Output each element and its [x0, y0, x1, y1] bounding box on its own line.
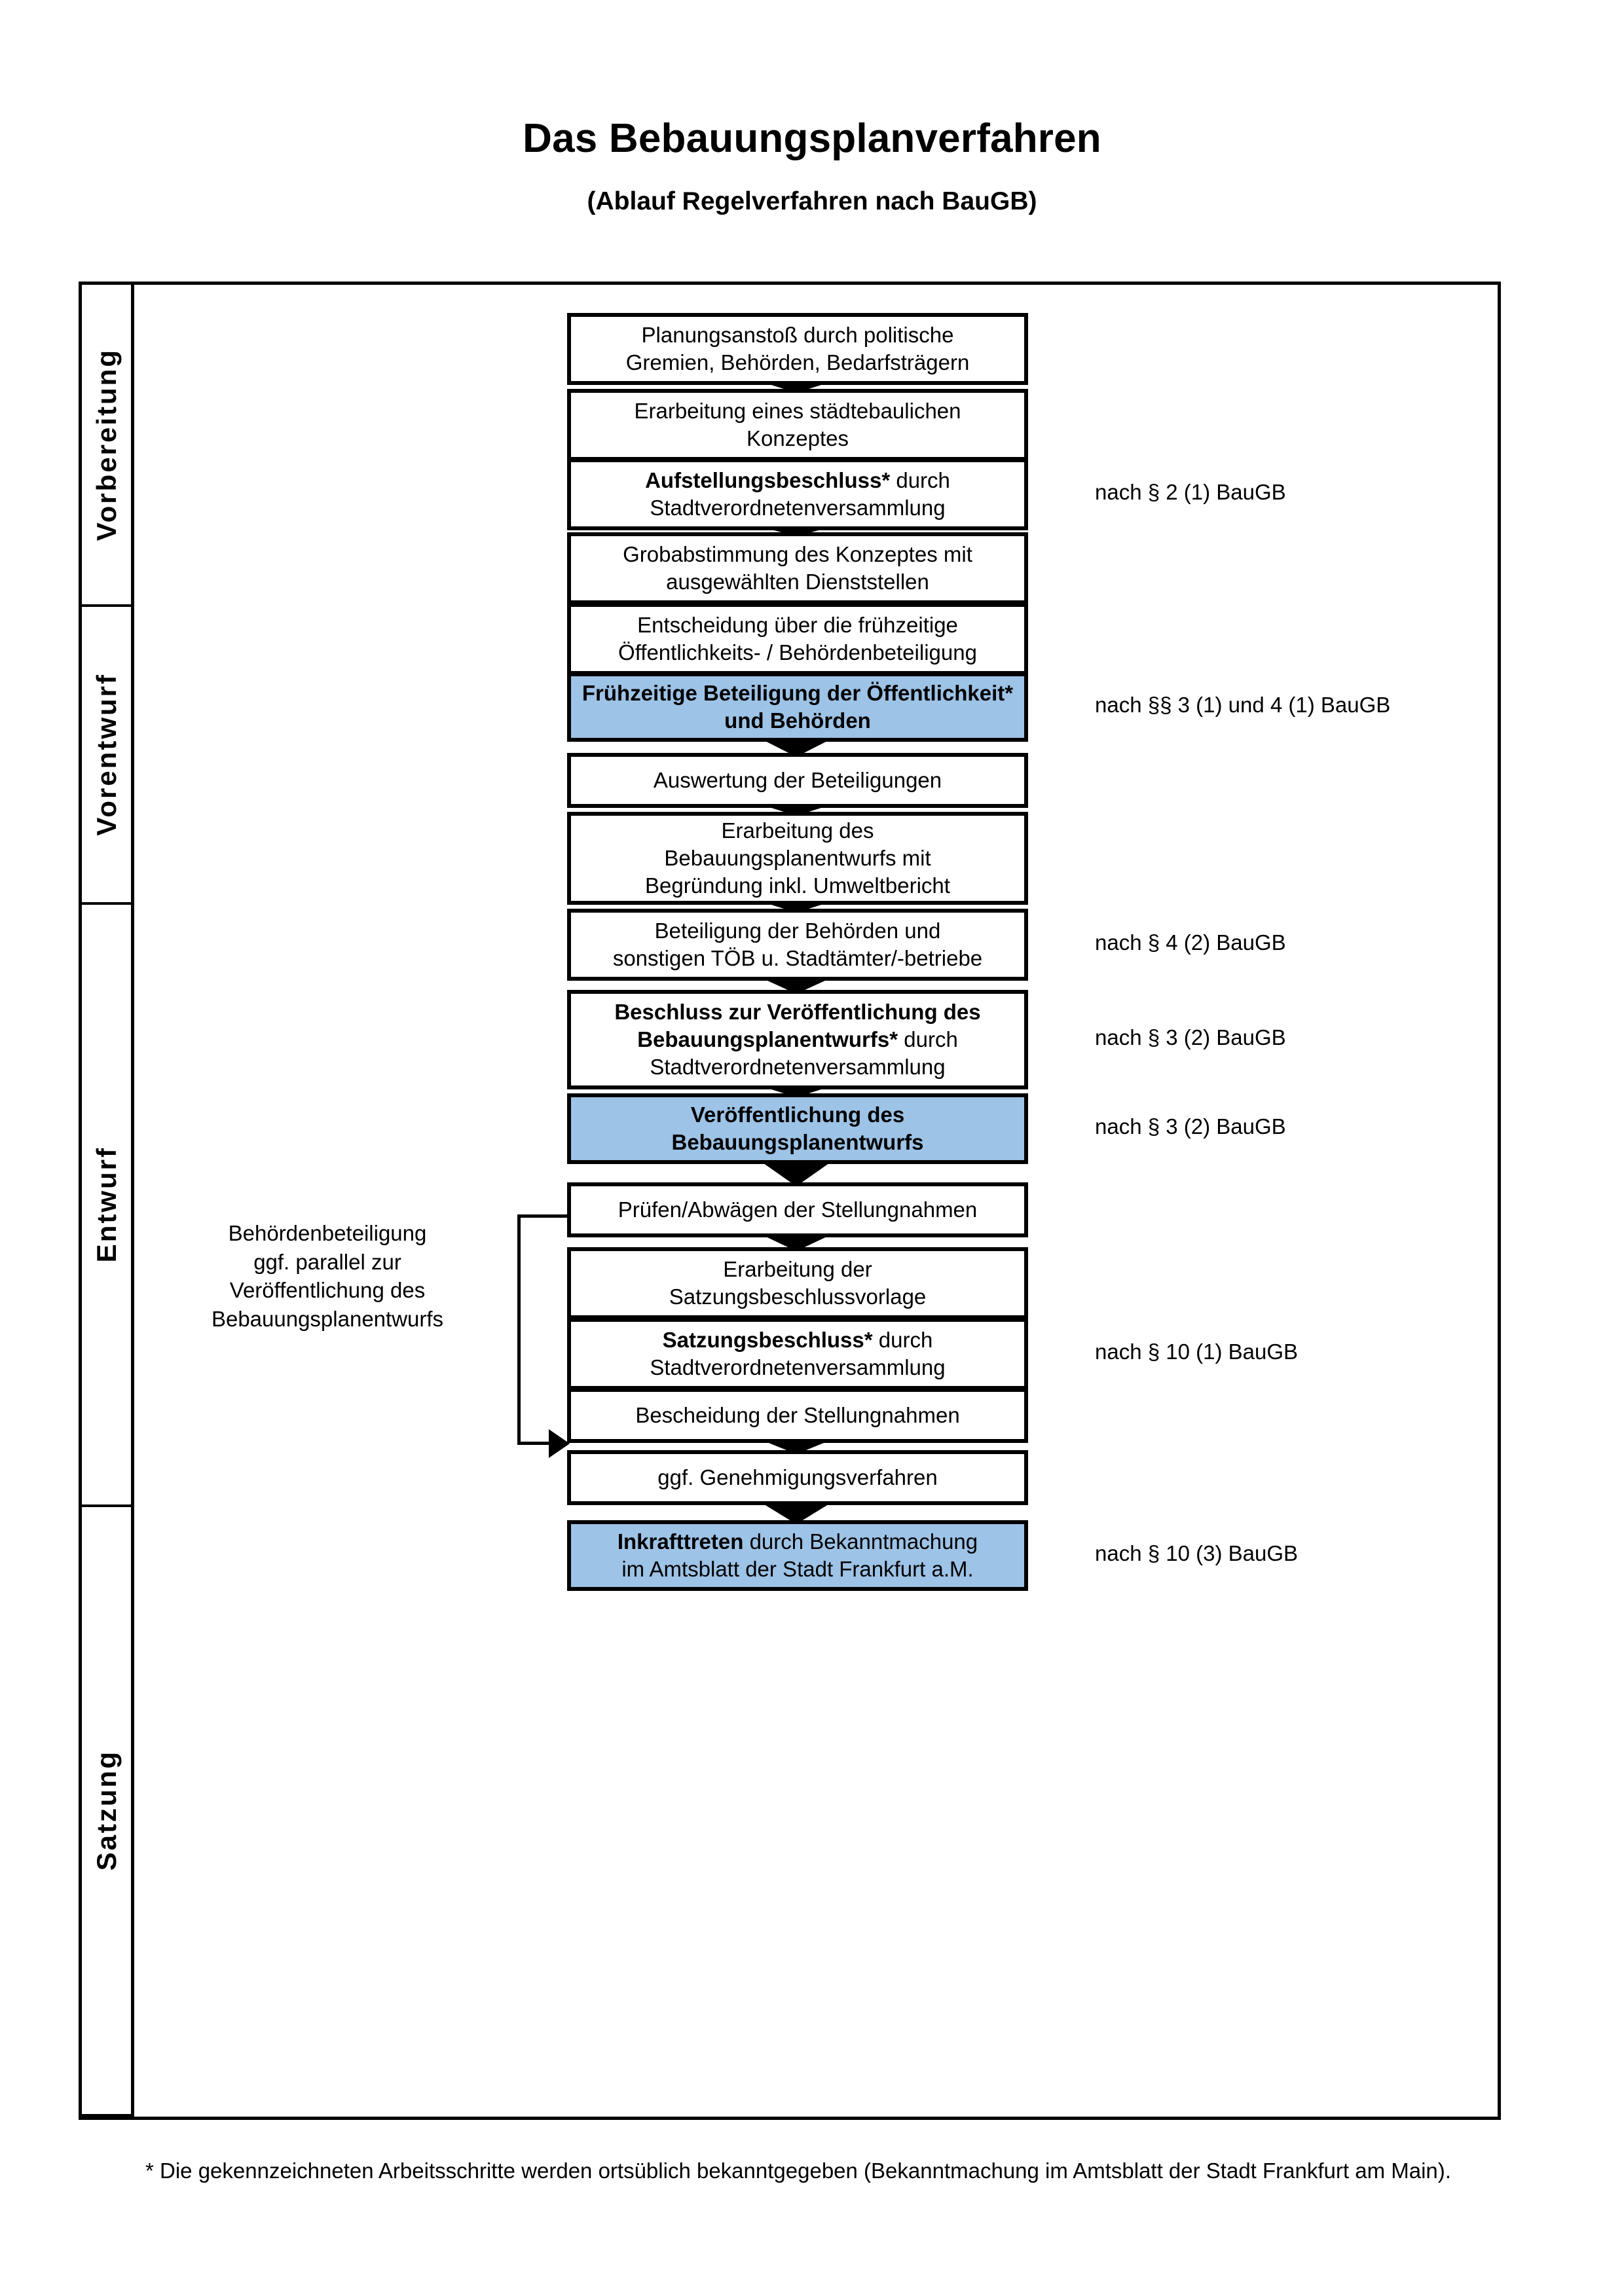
flow-step-text: Bescheidung der Stellungnahmen [635, 1402, 960, 1427]
flow-step-text: ggf. Genehmigungsverfahren [657, 1465, 938, 1489]
flow-arrow-down-icon [759, 1233, 834, 1251]
phase-label-vorentwurf: Vorentwurf [82, 607, 131, 905]
page-title: Das Bebauungsplanverfahren [523, 116, 1101, 161]
phase-column-divider [131, 282, 134, 2120]
flow-step-s7: Auswertung der Beteiligungen [567, 753, 1028, 808]
flow-step-text: Beschluss zur Veröffentlichung des Bebau… [614, 999, 981, 1080]
flow-step-s10: Beschluss zur Veröffentlichung des Bebau… [567, 990, 1028, 1089]
flow-arrow-down-icon [759, 600, 834, 607]
side-note-line: Bebauungsplanentwurfs [211, 1306, 444, 1331]
flow-step-s11: Veröffentlichung des Bebauungsplanentwur… [567, 1093, 1028, 1164]
legal-reference-r2: nach §§ 3 (1) und 4 (1) BauGB [1095, 693, 1391, 717]
bypass-connector-top-segment [517, 1214, 570, 1218]
phase-label-vorbereitung: Vorbereitung [82, 285, 131, 607]
flow-arrow-down-icon [759, 1439, 834, 1454]
flow-arrow-down-icon [759, 1501, 834, 1524]
flow-arrow-down-icon [759, 457, 834, 462]
flow-step-s15: Bescheidung der Stellungnahmen [567, 1388, 1028, 1443]
flow-arrow-down-icon [759, 1315, 834, 1322]
flow-arrow-down-icon [759, 1160, 834, 1186]
flow-step-text: Prüfen/Abwägen der Stellungnahmen [618, 1197, 978, 1222]
legal-reference-r5: nach § 3 (2) BauGB [1095, 1114, 1286, 1139]
side-note-parallel-participation: Behördenbeteiligung ggf. parallel zur Ve… [190, 1219, 465, 1333]
bypass-connector-bottom-segment [517, 1442, 551, 1445]
phase-label-entwurf: Entwurf [82, 905, 131, 1507]
flow-arrow-down-icon [759, 526, 834, 536]
page-subtitle: (Ablauf Regelverfahren nach BauGB) [587, 187, 1037, 216]
flow-arrow-down-icon [759, 671, 834, 676]
side-note-line: ggf. parallel zur [253, 1249, 401, 1274]
flow-arrow-down-icon [759, 901, 834, 913]
flow-arrow-down-icon [759, 381, 834, 393]
side-note-line: Behördenbeteiligung [228, 1221, 427, 1245]
flow-step-text: Veröffentlichung des Bebauungsplanentwur… [671, 1102, 924, 1154]
bypass-connector-vertical-segment [517, 1214, 521, 1445]
flow-arrow-down-icon [759, 738, 834, 757]
flow-step-s6: Frühzeitige Beteiligung der Öffentlichke… [567, 672, 1028, 742]
flow-arrow-down-icon [759, 977, 834, 994]
flow-arrow-down-icon [759, 1386, 834, 1392]
legal-reference-r7: nach § 10 (3) BauGB [1095, 1541, 1299, 1565]
phase-label-text: Vorbereitung [90, 348, 122, 541]
flow-arrow-down-icon [759, 804, 834, 816]
flow-step-text: Frühzeitige Beteiligung der Öffentlichke… [581, 680, 1014, 733]
phase-label-text: Satzung [90, 1750, 122, 1871]
phase-label-text: Vorentwurf [90, 673, 122, 836]
phase-label-text: Entwurf [90, 1146, 122, 1263]
legal-reference-r1: nach § 2 (1) BauGB [1095, 480, 1286, 504]
title-block: Das Bebauungsplanverfahren (Ablauf Regel… [0, 116, 1624, 216]
flow-step-s12: Prüfen/Abwägen der Stellungnahmen [567, 1182, 1028, 1237]
legal-reference-r3: nach § 4 (2) BauGB [1095, 930, 1286, 955]
footnote: * Die gekennzeichneten Arbeitsschritte w… [145, 2159, 1451, 2183]
side-note-line: Veröffentlichung des [229, 1278, 426, 1303]
phase-label-satzung: Satzung [82, 1507, 131, 2117]
flow-step-s16: ggf. Genehmigungsverfahren [567, 1450, 1028, 1505]
flow-step-text: Auswertung der Beteiligungen [653, 767, 942, 792]
bypass-connector-arrowhead-icon [549, 1429, 570, 1458]
legal-reference-r6: nach § 10 (1) BauGB [1095, 1339, 1299, 1364]
legal-reference-r4: nach § 3 (2) BauGB [1095, 1025, 1286, 1049]
flow-arrow-down-icon [759, 1085, 834, 1097]
